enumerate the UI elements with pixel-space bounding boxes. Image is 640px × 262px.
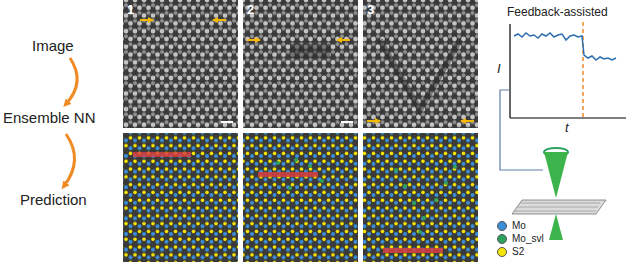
legend-text: Mo — [512, 220, 526, 231]
row-label: Prediction — [20, 192, 87, 209]
legend-row: Mo_svl — [497, 233, 544, 244]
vacancy-dots — [276, 158, 457, 234]
legend-swatch — [497, 221, 507, 231]
row-label: Ensemble NN — [3, 110, 96, 127]
axis-label: t — [565, 121, 569, 135]
plot-title: Feedback-assisted — [507, 6, 608, 19]
legend-text: Mo_svl — [512, 233, 544, 244]
scale-bar — [221, 121, 233, 123]
legend-swatch — [497, 247, 507, 257]
flow-arrow — [64, 134, 75, 186]
stem-image — [243, 0, 358, 128]
flow-arrow — [66, 58, 77, 104]
prediction-map — [243, 133, 358, 262]
legend-row: S2 — [497, 246, 524, 257]
panel-number: 1 — [127, 3, 134, 17]
row-label: Image — [32, 38, 74, 55]
prediction-map — [363, 133, 478, 262]
scale-bar — [341, 121, 353, 123]
legend-swatch — [497, 234, 507, 244]
prediction-map — [123, 133, 238, 262]
stem-image — [123, 0, 238, 128]
legend-text: S2 — [512, 246, 524, 257]
axis-label: I — [497, 62, 501, 76]
legend-row: Mo — [497, 220, 526, 231]
panel-number: 2 — [247, 3, 254, 17]
stem-image — [363, 0, 478, 128]
panel-number: 3 — [367, 3, 374, 17]
signal-trace — [514, 33, 616, 60]
